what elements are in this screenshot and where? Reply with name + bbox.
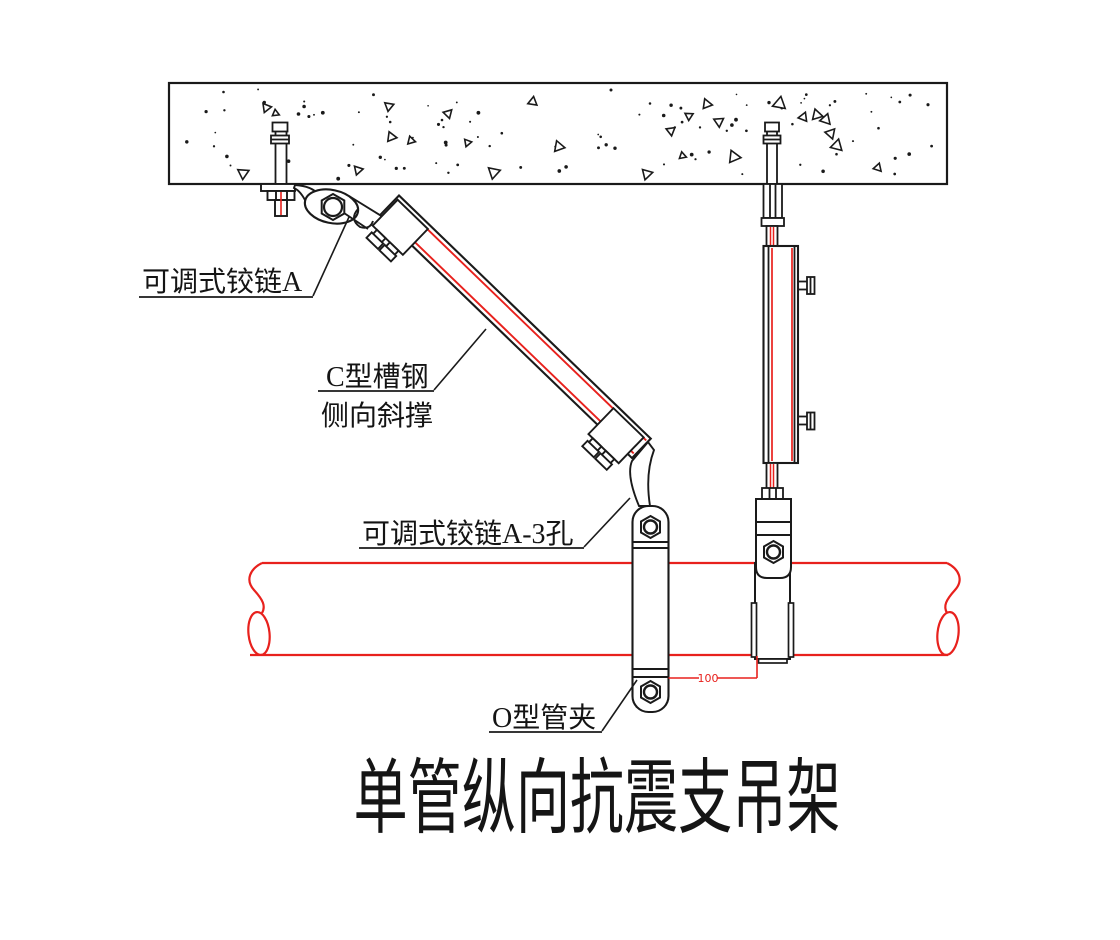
leader-line [312, 216, 350, 297]
callout-channel-brace: C型槽钢 侧向斜撑 [318, 328, 487, 432]
concrete-slab [167, 81, 949, 186]
callout-pipe-clamp-text: O型管夹 [492, 702, 596, 734]
callout-hinge-a3-text: 可调式铰链A-3孔 [362, 518, 574, 550]
hanger-rod-right [760, 121, 816, 500]
callout-hinge-a3: 可调式铰链A-3孔 [359, 497, 631, 550]
callout-hinge-a: 可调式铰链A [139, 216, 350, 298]
leader-line [583, 497, 631, 548]
hinge-a [260, 183, 384, 230]
brace-connector-lower [580, 406, 646, 472]
set-bolt-upper [798, 276, 816, 295]
leader-line [601, 679, 638, 732]
callout-hinge-a-text: 可调式铰链A [142, 266, 303, 298]
callouts: 可调式铰链A C型槽钢 侧向斜撑 可调式铰链A-3孔 O型管夹 [139, 216, 638, 734]
pipe-clamp-right [750, 498, 795, 664]
callout-channel-line1: C型槽钢 [326, 361, 429, 393]
pipe [247, 561, 961, 657]
callout-channel-line2: 侧向斜撑 [321, 400, 433, 432]
set-bolt-lower [798, 411, 816, 431]
c-channel-brace [365, 194, 653, 472]
pipe-clamp-middle [631, 504, 670, 714]
drawing-title: 单管纵向抗震支吊架 [353, 753, 841, 844]
anchor-bolt-left [270, 121, 290, 185]
concrete-stipple [185, 88, 933, 182]
leader-line [433, 328, 487, 391]
channel-sleeve [762, 244, 816, 465]
dimension-100-label: 100 [698, 672, 719, 685]
callout-pipe-clamp: O型管夹 [489, 679, 638, 734]
dimension-100: 100 [668, 656, 758, 685]
brace-connector-upper [365, 198, 430, 263]
